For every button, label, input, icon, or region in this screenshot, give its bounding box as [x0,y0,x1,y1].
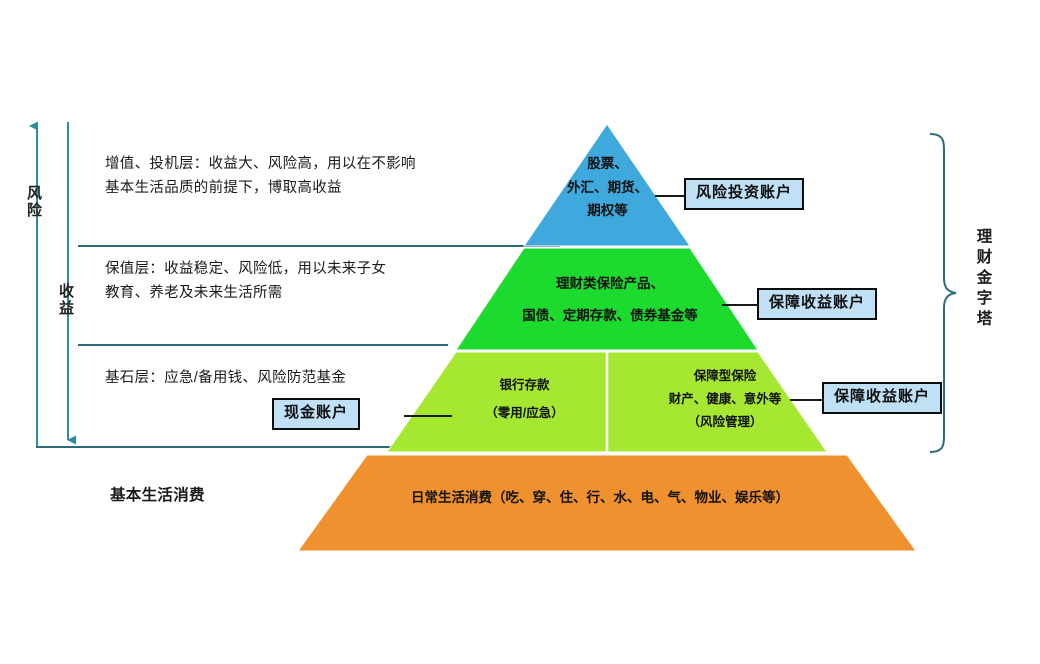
pyramid-shape-group [297,123,917,552]
description-top-tier: 增值、投机层：收益大、风险高，用以在不影响 基本生活品质的前提下，博取高收益 [105,153,416,201]
callout-protection-account[interactable]: 保障收益账户 [822,382,943,414]
pyramid-tier-top [523,123,691,247]
callout-leader-lines [404,195,822,417]
pyramid-tier-bottom [297,454,917,552]
pyramid-title: 理财金字塔 [974,228,992,331]
description-mid-line2: 教育、养老及未来生活所需 [105,284,283,301]
description-bottom-tier: 基本生活消费 [110,487,205,504]
right-brace [929,133,957,453]
callout-guaranteed-return-account[interactable]: 保障收益账户 [757,288,878,320]
description-top-line1: 增值、投机层：收益大、风险高，用以在不影响 [105,156,416,172]
description-top-line2: 基本生活品质的前提下，博取高收益 [105,179,342,196]
description-base-line1: 基石层：应急/备用钱、风险防范基金 [105,370,347,386]
axis-group [29,121,560,448]
callout-risk-investment-account[interactable]: 风险投资账户 [684,178,805,210]
pyramid-tier-middle [455,247,759,351]
description-middle-tier: 保值层：收益稳定、风险低，用以未来子女 教育、养老及未来生活所需 [105,258,386,306]
description-mid-line1: 保值层：收益稳定、风险低，用以未来子女 [105,261,387,277]
return-axis-label: 收益 [57,283,74,317]
callout-cash-account[interactable]: 现金账户 [272,398,361,430]
description-base-tier: 基石层：应急/备用钱、风险防范基金 [105,367,346,391]
risk-axis-label: 风险 [25,185,42,219]
